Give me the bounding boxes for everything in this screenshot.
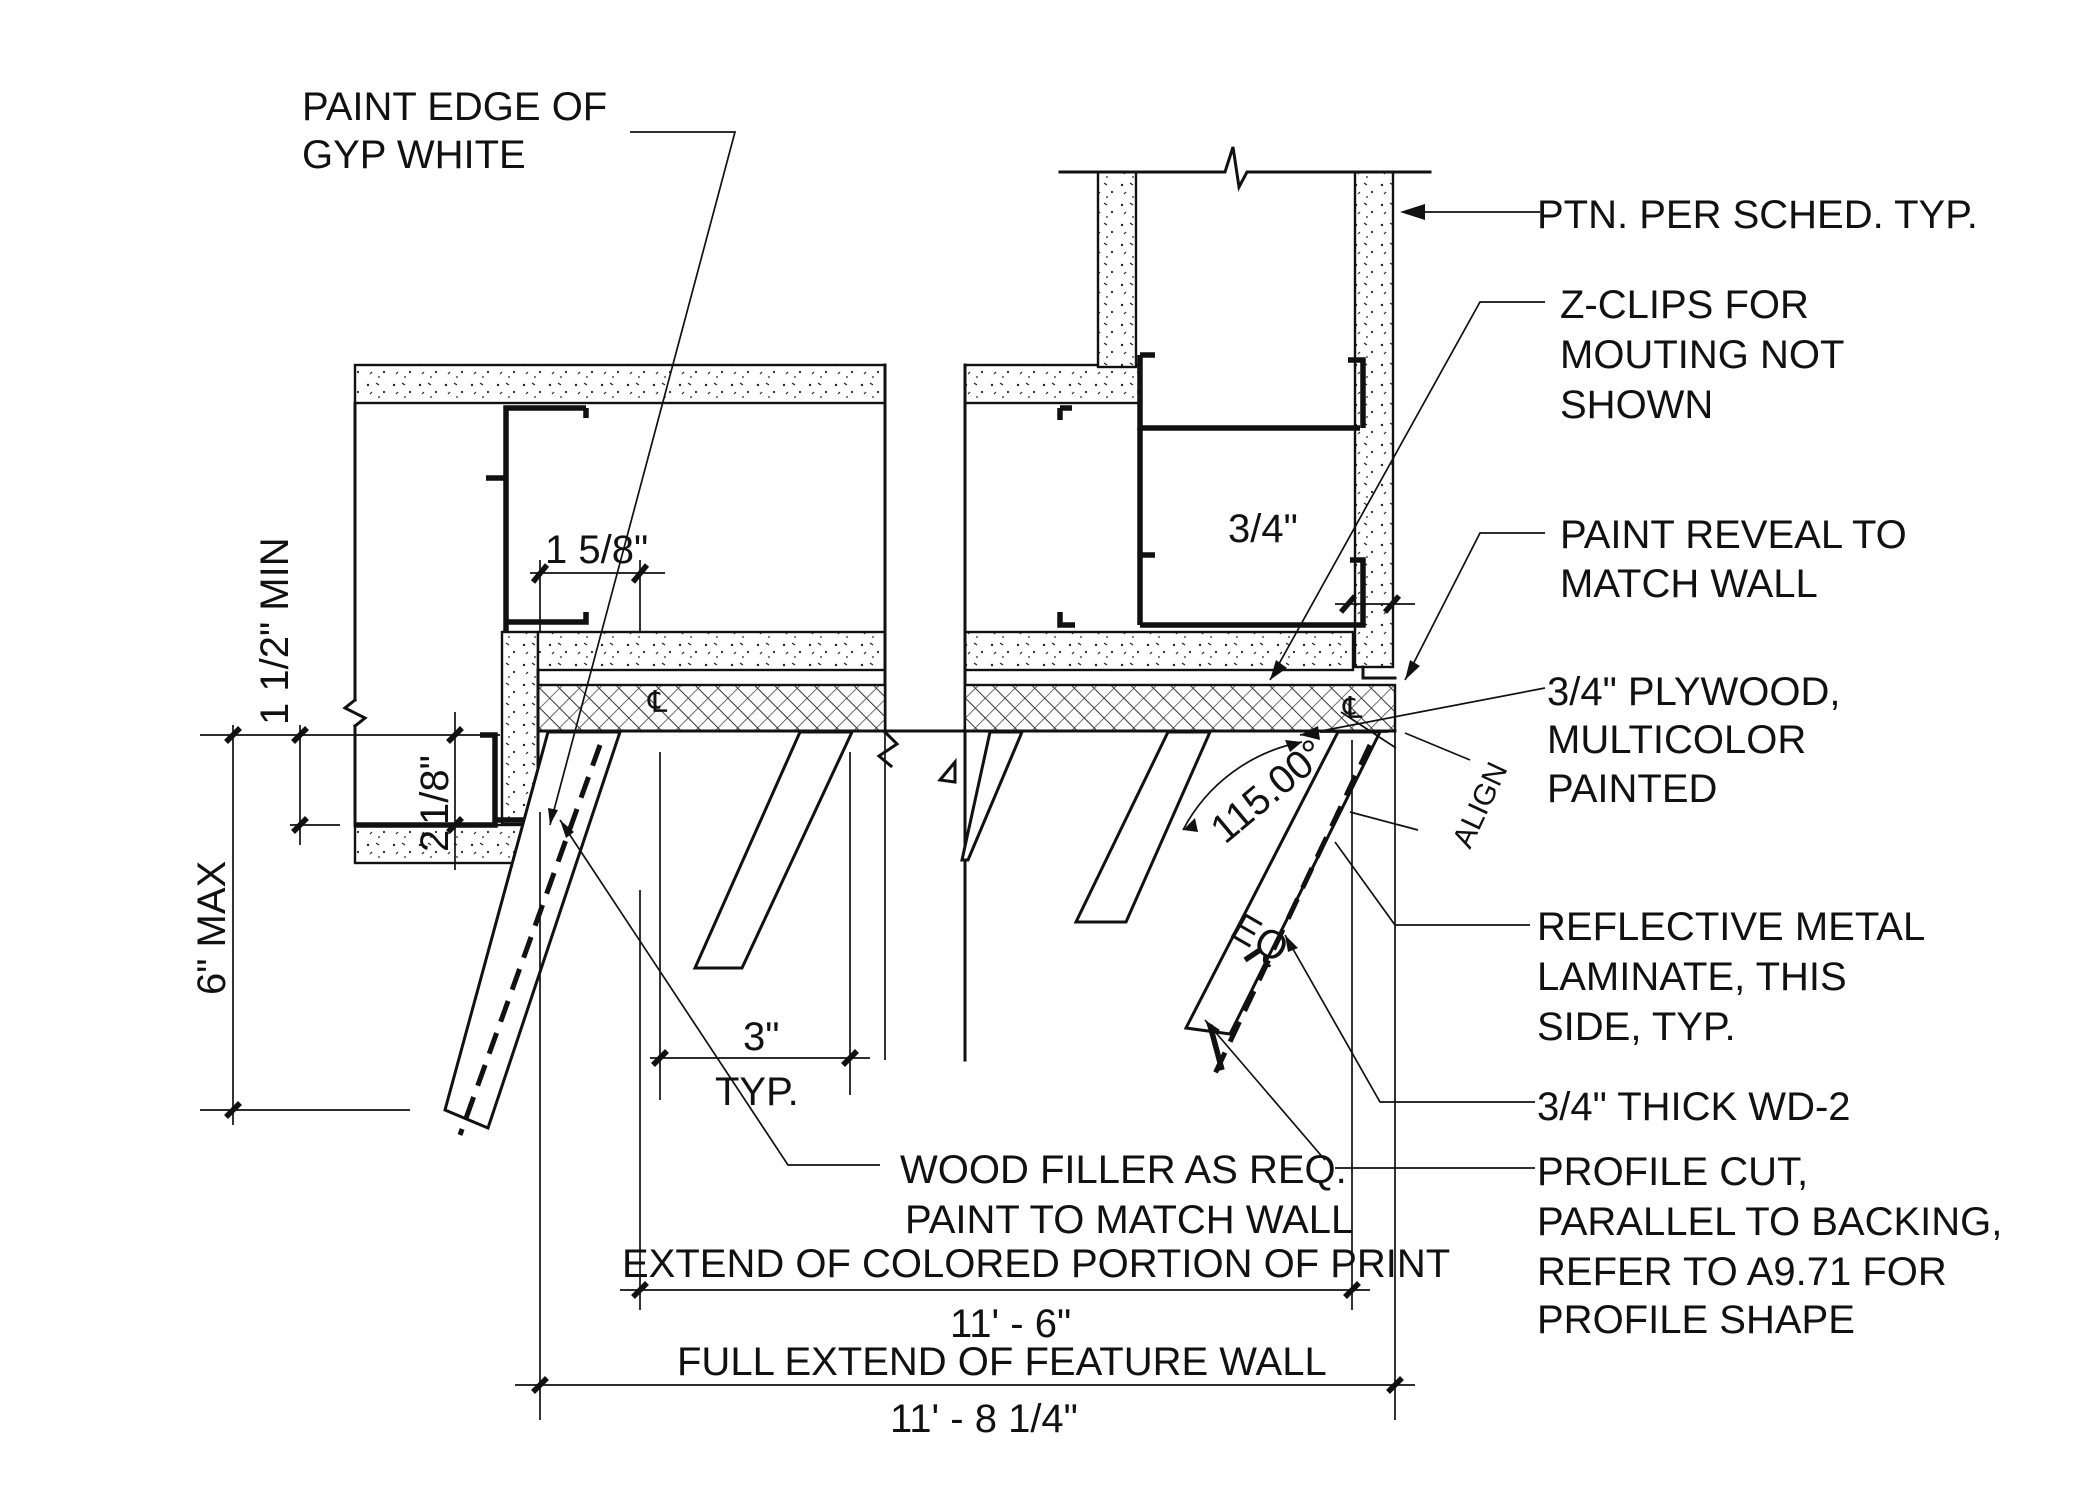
fin-3	[960, 730, 1025, 862]
centerline-right: ℄	[1342, 692, 1363, 725]
dim-align: ALIGN	[1446, 757, 1514, 853]
notes: PAINT EDGE OF GYP WHITE PTN. PER SCHED. …	[302, 85, 2002, 1342]
note-reveal-1: PAINT REVEAL TO	[1560, 513, 1907, 557]
note-profile-1: PROFILE CUT,	[1537, 1150, 1808, 1194]
note-laminate-3: SIDE, TYP.	[1537, 1005, 1736, 1049]
plywood-backing	[536, 665, 1397, 1062]
note-paint-edge-1: PAINT EDGE OF	[302, 85, 607, 129]
dim-spacing-note: TYP.	[715, 1070, 799, 1114]
dim-full-value: 11' - 8 1/4"	[890, 1397, 1078, 1441]
note-laminate-2: LAMINATE, THIS	[1537, 955, 1847, 999]
dimension-lines	[200, 560, 1471, 1420]
centerline-left: ℄	[647, 686, 668, 719]
leader-lines	[548, 131, 1546, 1169]
note-filler-1: WOOD FILLER AS REQ.	[900, 1148, 1347, 1192]
note-laminate-1: REFLECTIVE METAL	[1537, 905, 1925, 949]
dim-eighth: 1/8"	[413, 755, 457, 825]
note-reveal-2: MATCH WALL	[1560, 562, 1818, 606]
wood-fins	[443, 711, 1397, 1136]
note-zclips-3: SHOWN	[1560, 383, 1713, 427]
dim-full-label: FULL EXTEND OF FEATURE WALL	[677, 1340, 1327, 1384]
note-zclips-1: Z-CLIPS FOR	[1560, 283, 1809, 327]
right-wall-assembly	[963, 146, 1432, 734]
dim-min-reveal: 1 1/2" MIN	[253, 537, 297, 725]
note-wd2: 3/4" THICK WD-2	[1537, 1085, 1851, 1129]
dimension-text: 1 5/8" 3/4" 1 1/2" MIN 2 1/8" 6" MAX 3" …	[190, 507, 1514, 1441]
dim-three-quarter: 3/4"	[1228, 507, 1298, 551]
note-ptn: PTN. PER SCHED. TYP.	[1537, 193, 1978, 237]
note-profile-2: PARALLEL TO BACKING,	[1537, 1200, 2002, 1244]
note-filler-2: PAINT TO MATCH WALL	[905, 1198, 1353, 1242]
note-profile-4: PROFILE SHAPE	[1537, 1298, 1855, 1342]
fin-2	[692, 730, 855, 970]
fin-4	[1073, 730, 1213, 924]
note-paint-edge-2: GYP WHITE	[302, 133, 526, 177]
dim-six-max: 6" MAX	[190, 861, 234, 995]
note-profile-3: REFER TO A9.71 FOR	[1537, 1250, 1947, 1294]
dim-stud-width: 1 5/8"	[545, 528, 648, 572]
note-plywood-1: 3/4" PLYWOOD,	[1547, 670, 1841, 714]
fin-1	[443, 730, 623, 1131]
dim-colored-label: EXTEND OF COLORED PORTION OF PRINT	[622, 1242, 1450, 1286]
note-plywood-2: MULTICOLOR	[1547, 718, 1806, 762]
dim-spacing: 3"	[743, 1015, 779, 1059]
dim-colored-value: 11' - 6"	[950, 1302, 1071, 1346]
dim-eighth-prefix: 2	[413, 830, 457, 852]
note-plywood-3: PAINTED	[1547, 767, 1717, 811]
note-zclips-2: MOUTING NOT	[1560, 333, 1844, 377]
